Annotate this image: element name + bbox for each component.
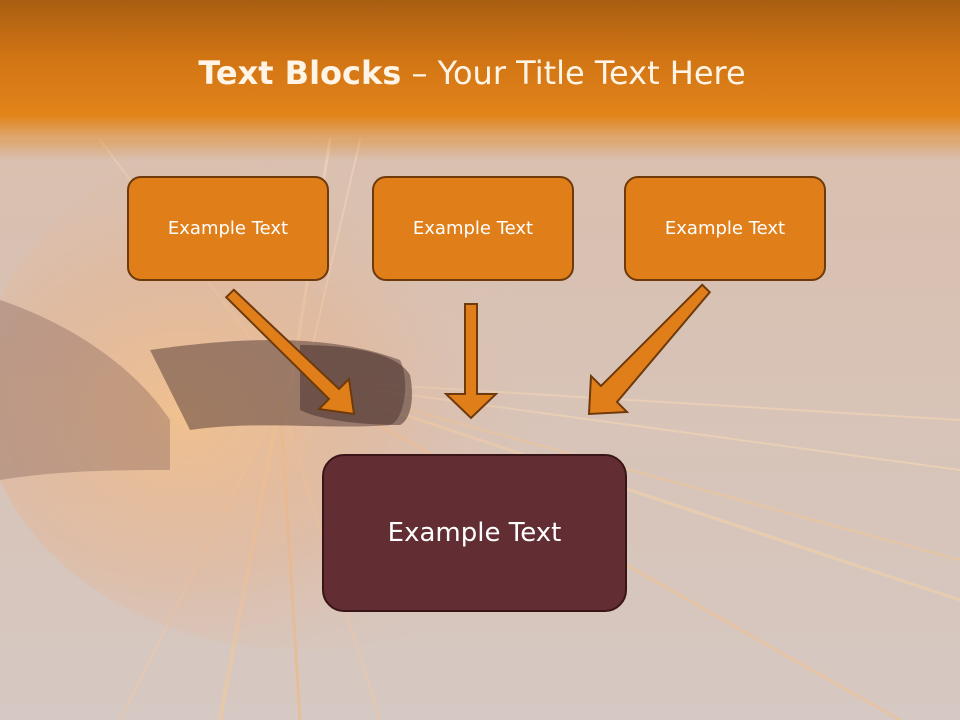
title-separator: –: [401, 54, 438, 92]
text-block-2-label: Example Text: [412, 218, 534, 239]
text-block-3-label: Example Text: [664, 218, 786, 239]
title-bold: Text Blocks: [198, 54, 402, 92]
header-band: [0, 0, 960, 160]
title-regular: Your Title Text Here: [437, 54, 746, 92]
text-block-3[interactable]: Example Text: [624, 176, 826, 281]
text-block-main-label: Example Text: [387, 518, 562, 548]
text-block-2[interactable]: Example Text: [372, 176, 574, 281]
text-block-1[interactable]: Example Text: [127, 176, 329, 281]
text-block-1-label: Example Text: [167, 218, 289, 239]
text-block-main[interactable]: Example Text: [322, 454, 627, 612]
slide-title: Text Blocks – Your Title Text Here: [0, 54, 944, 92]
